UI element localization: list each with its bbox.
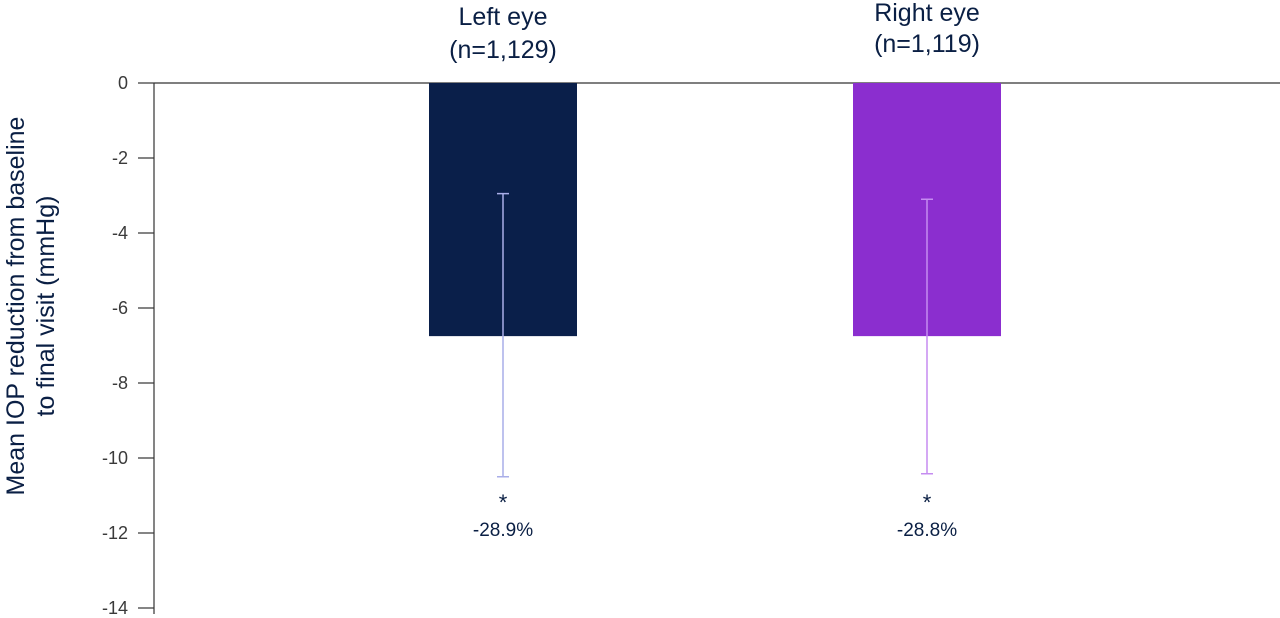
y-tick-label: -12	[102, 523, 128, 543]
y-axis-label-line-1: Mean IOP reduction from baseline	[2, 117, 30, 496]
y-tick-label: -4	[112, 223, 128, 243]
y-tick-label: -6	[112, 298, 128, 318]
y-tick-label: -14	[102, 598, 128, 618]
y-tick-label: 0	[118, 73, 128, 93]
percent-change-label: -28.9%	[473, 520, 533, 541]
category-labels: Left eye (n=1,129) Right eye (n=1,119)	[449, 0, 980, 64]
y-axis-label-line-2: to final visit (mmHg)	[32, 196, 60, 417]
category-label-n: (n=1,119)	[874, 30, 980, 58]
y-axis: 0 -2 -4 -6 -8 -10 -12 -14	[102, 73, 1280, 618]
category-label-name: Right eye	[874, 0, 980, 27]
y-axis-label: Mean IOP reduction from baseline to fina…	[2, 117, 60, 496]
significance-star: *	[499, 490, 508, 515]
y-tick-label: -10	[102, 448, 128, 468]
y-tick-label: -2	[112, 148, 128, 168]
bars: * -28.9% * -28.8%	[429, 83, 1001, 541]
category-label-n: (n=1,129)	[449, 36, 557, 64]
category-label-name: Left eye	[459, 3, 548, 31]
significance-star: *	[923, 490, 932, 515]
y-tick-label: -8	[112, 373, 128, 393]
percent-change-label: -28.8%	[897, 520, 957, 541]
